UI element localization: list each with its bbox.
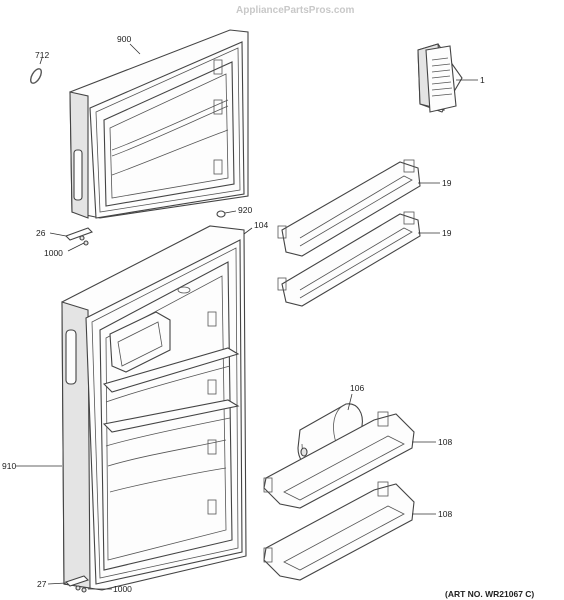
freezer-door-shelf-lower[interactable] bbox=[277, 211, 421, 307]
callout-19-lower: 19 bbox=[442, 228, 452, 238]
callout-910: 910 bbox=[2, 461, 16, 471]
freezer-door-part[interactable] bbox=[69, 29, 249, 219]
screw-cap-part[interactable] bbox=[216, 210, 226, 218]
callout-106: 106 bbox=[350, 383, 364, 393]
callout-920: 920 bbox=[238, 205, 252, 215]
callout-108-lower: 108 bbox=[438, 509, 452, 519]
watermark-text: AppliancePartsPros.com bbox=[236, 5, 354, 16]
callout-27: 27 bbox=[37, 579, 47, 589]
callout-26: 26 bbox=[36, 228, 46, 238]
callout-104: 104 bbox=[254, 220, 268, 230]
hinge-upper-part[interactable] bbox=[65, 227, 93, 246]
callout-1000-lower: 1000 bbox=[113, 584, 132, 594]
freezer-door-shelf-upper[interactable] bbox=[277, 159, 421, 257]
fresh-food-door-shelf-upper[interactable] bbox=[263, 411, 415, 509]
callout-19-upper: 19 bbox=[442, 178, 452, 188]
callout-1: 1 bbox=[480, 75, 485, 85]
callout-1000-upper: 1000 bbox=[44, 248, 63, 258]
callout-712: 712 bbox=[35, 50, 49, 60]
literature-kit-part[interactable] bbox=[417, 43, 463, 113]
callout-108-upper: 108 bbox=[438, 437, 452, 447]
callout-900: 900 bbox=[117, 34, 131, 44]
o-ring-part[interactable] bbox=[29, 67, 44, 85]
fresh-food-door-part[interactable] bbox=[61, 225, 247, 591]
art-number: (ART NO. WR21067 C) bbox=[445, 589, 534, 599]
fresh-food-door-shelf-lower[interactable] bbox=[263, 481, 415, 581]
hinge-lower-part[interactable] bbox=[64, 575, 90, 593]
